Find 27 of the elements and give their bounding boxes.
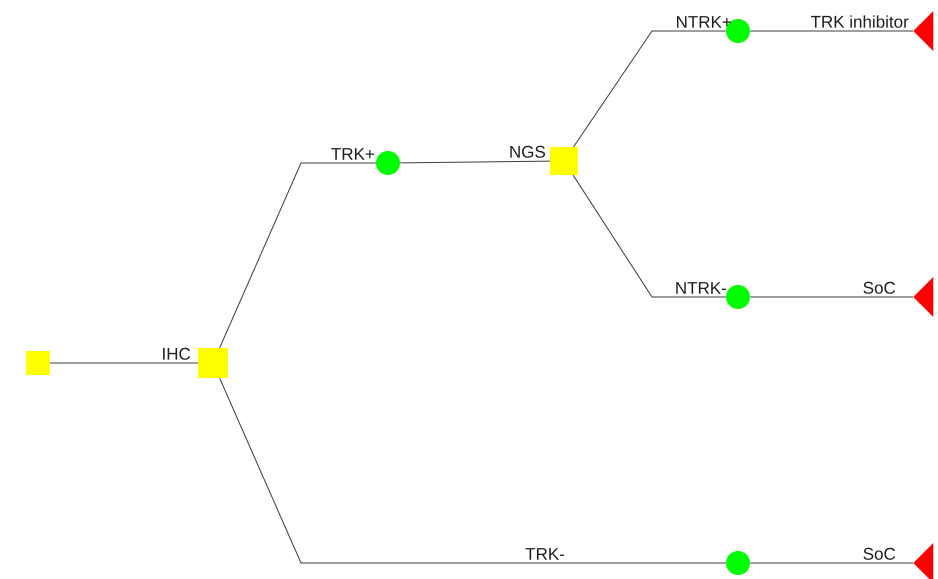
edge-label: SoC: [864, 282, 896, 294]
edge-label: SoC: [864, 548, 896, 560]
terminal-triangle: [913, 543, 934, 579]
terminal-triangle: [913, 11, 934, 51]
chance-circle: [726, 285, 750, 309]
edge-label: IHC: [163, 348, 190, 360]
branch-line: [572, 174, 726, 298]
branch-line: [400, 160, 550, 164]
chance-circle: [726, 551, 750, 575]
branch-line: [750, 296, 914, 298]
branch-line: [219, 378, 726, 564]
branch-line: [573, 30, 726, 148]
edge-label: NTRK-: [676, 282, 726, 294]
decision-square: [198, 348, 228, 378]
branch-line: [750, 30, 914, 32]
edge-label: NTRK+: [677, 16, 731, 28]
terminal-triangle: [913, 277, 934, 317]
chance-circle: [376, 151, 400, 175]
edge-label: TRK+: [331, 148, 374, 160]
edge-label: TRK-: [526, 548, 564, 560]
branch-line: [50, 362, 198, 364]
branch-line: [750, 562, 914, 564]
edge-label: TRK inhibitor: [810, 15, 908, 28]
decision-square: [550, 147, 578, 175]
edge-label: NGS: [510, 146, 546, 158]
decision-square: [26, 351, 50, 375]
branch-line: [219, 162, 376, 348]
